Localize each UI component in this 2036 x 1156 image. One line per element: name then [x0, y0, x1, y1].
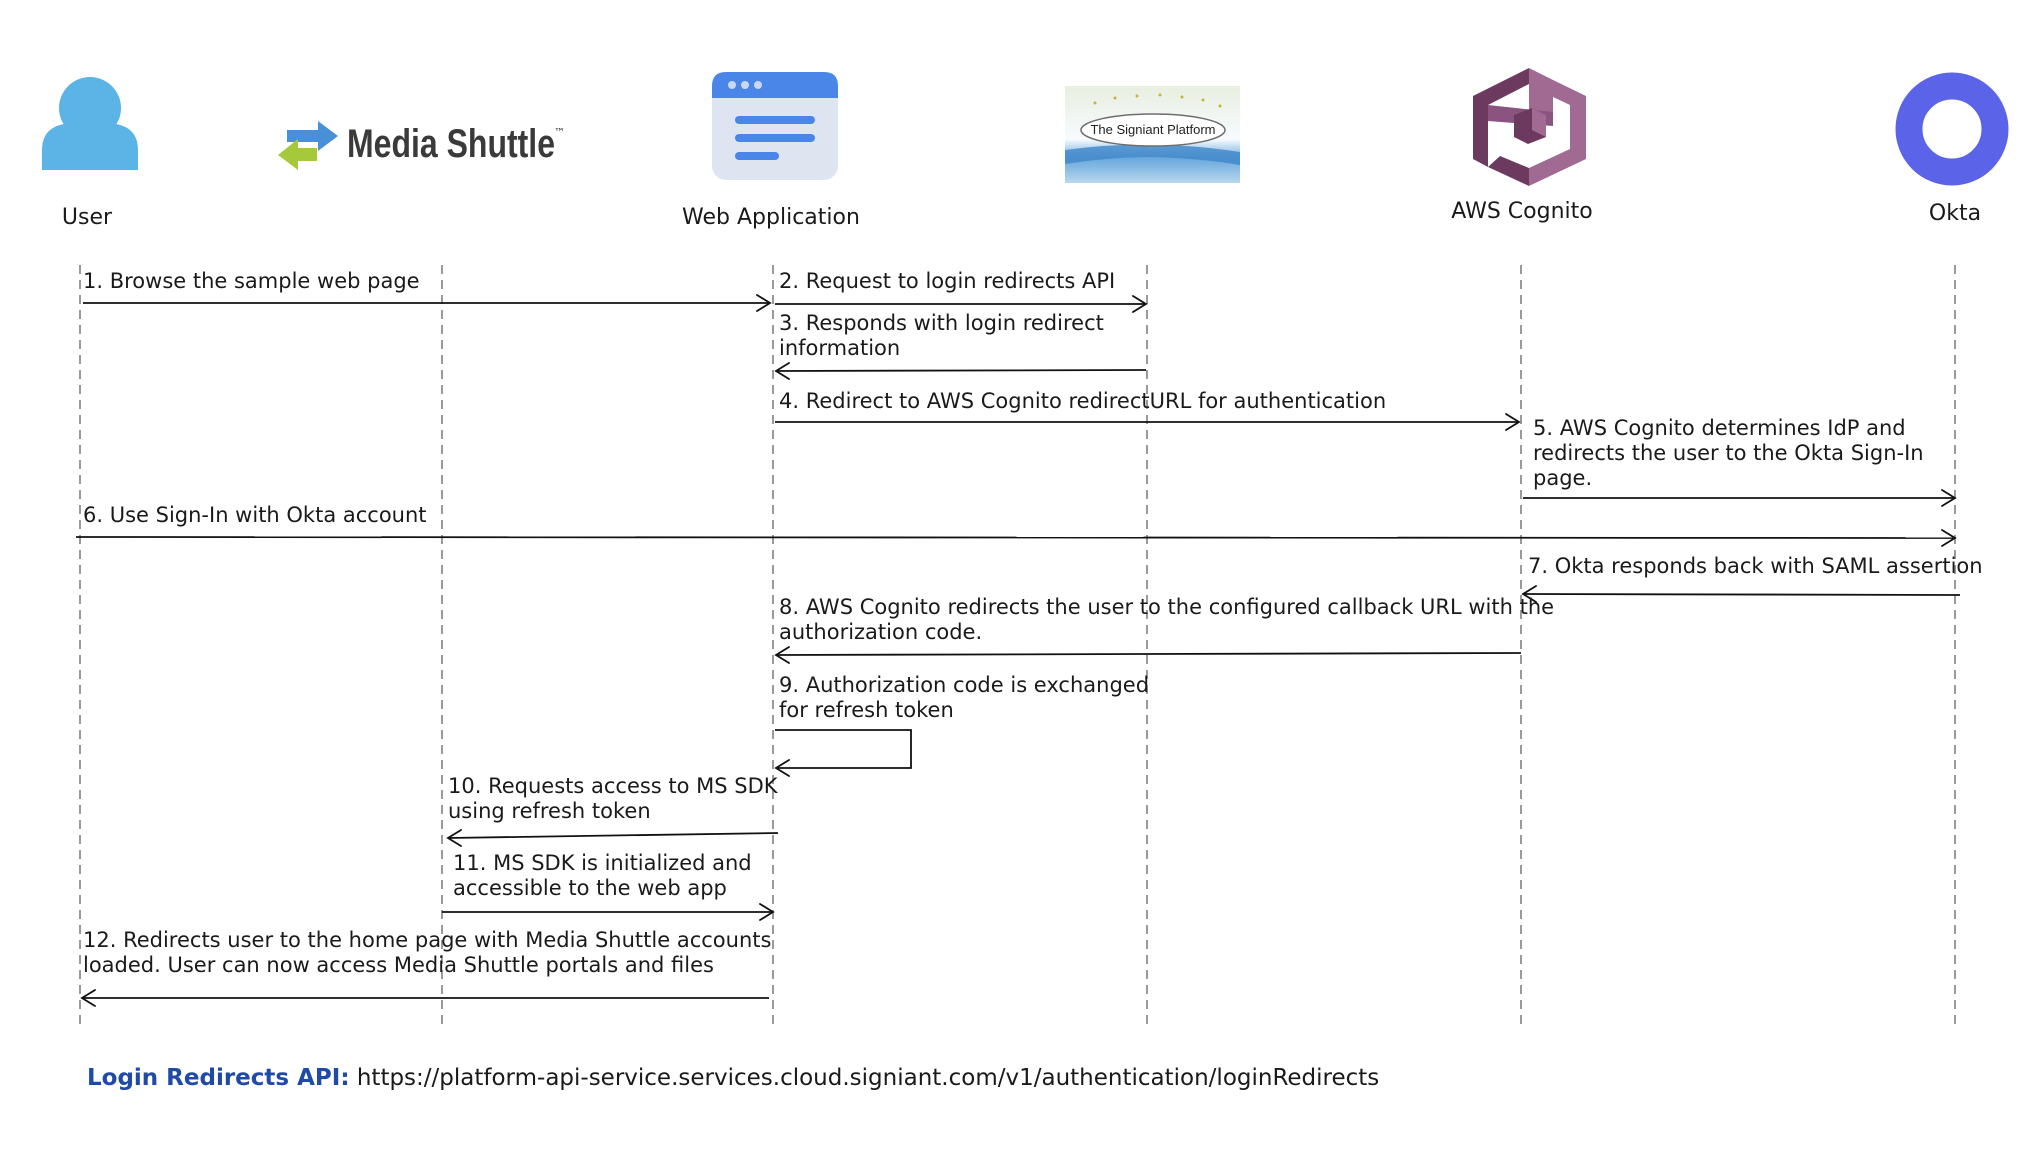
message-1-text: 1. Browse the sample web page — [83, 269, 420, 293]
api-footer-label: Login Redirects API: — [87, 1065, 350, 1091]
actor-label-okta: Okta — [1929, 201, 1981, 226]
message-12-text-line-2: loaded. User can now access Media Shuttl… — [83, 953, 714, 977]
message-3-text-line-2: information — [779, 336, 900, 360]
message-3-text-line-1: 3. Responds with login redirect — [779, 311, 1104, 335]
message-9-text-line-1: 9. Authorization code is exchanged — [779, 673, 1149, 697]
media-shuttle-wordmark: Media Shuttle — [347, 122, 555, 166]
message-10-text-line-1: 10. Requests access to MS SDK — [448, 774, 779, 798]
arrow-left-icon — [278, 139, 317, 170]
message-9-text-line-2: for refresh token — [779, 698, 954, 722]
message-5-text-line-2: redirects the user to the Okta Sign-In — [1533, 441, 1924, 465]
message-5: 5. AWS Cognito determines IdP and redire… — [1523, 416, 1957, 507]
actor-label-web-app: Web Application — [682, 205, 860, 230]
message-5-text-line-3: page. — [1533, 466, 1592, 490]
arrow-right-icon — [287, 121, 338, 151]
message-8-text-line-2: authorization code. — [779, 620, 982, 644]
signiant-platform-logo: The Signiant Platform — [1065, 86, 1240, 183]
message-11-text-line-1: 11. MS SDK is initialized and — [453, 851, 752, 875]
actor-label-user: User — [62, 205, 113, 230]
api-footer-url: https://platform-api-service.services.cl… — [356, 1065, 1380, 1091]
message-7-text: 7. Okta responds back with SAML assertio… — [1528, 554, 1983, 578]
message-10: 10. Requests access to MS SDK using refr… — [446, 774, 779, 847]
message-2-text: 2. Request to login redirects API — [779, 269, 1115, 293]
media-shuttle-logo: Media Shuttle ™ — [278, 121, 565, 170]
message-11-text-line-2: accessible to the web app — [453, 876, 727, 900]
message-2: 2. Request to login redirects API — [775, 269, 1148, 313]
message-12-text-line-1: 12. Redirects user to the home page with… — [83, 928, 771, 952]
message-4: 4. Redirect to AWS Cognito redirectURL f… — [775, 389, 1521, 431]
message-9: 9. Authorization code is exchanged for r… — [774, 673, 1149, 777]
message-6-text: 6. Use Sign-In with Okta account — [83, 503, 427, 527]
message-11: 11. MS SDK is initialized and accessible… — [442, 851, 775, 921]
message-7: 7. Okta responds back with SAML assertio… — [1521, 554, 1983, 603]
message-6: 6. Use Sign-In with Okta account — [75, 503, 1957, 547]
trademark-mark: ™ — [554, 126, 565, 139]
message-3: 3. Responds with login redirect informat… — [774, 311, 1147, 380]
user-icon — [42, 77, 138, 170]
message-4-text: 4. Redirect to AWS Cognito redirectURL f… — [779, 389, 1386, 413]
message-12: 12. Redirects user to the home page with… — [80, 928, 771, 1007]
message-5-text-line-1: 5. AWS Cognito determines IdP and — [1533, 416, 1906, 440]
aws-cognito-icon — [1473, 68, 1586, 186]
message-1: 1. Browse the sample web page — [83, 269, 772, 312]
message-10-text-line-2: using refresh token — [448, 799, 651, 823]
okta-icon — [1895, 72, 2009, 186]
actor-label-cognito: AWS Cognito — [1451, 199, 1593, 224]
api-footer: Login Redirects API: https://platform-ap… — [87, 1065, 1379, 1091]
message-8-text-line-1: 8. AWS Cognito redirects the user to the… — [779, 595, 1554, 619]
message-8: 8. AWS Cognito redirects the user to the… — [774, 595, 1554, 664]
web-app-icon — [712, 72, 838, 180]
signiant-logo-text: The Signiant Platform — [1090, 122, 1215, 137]
